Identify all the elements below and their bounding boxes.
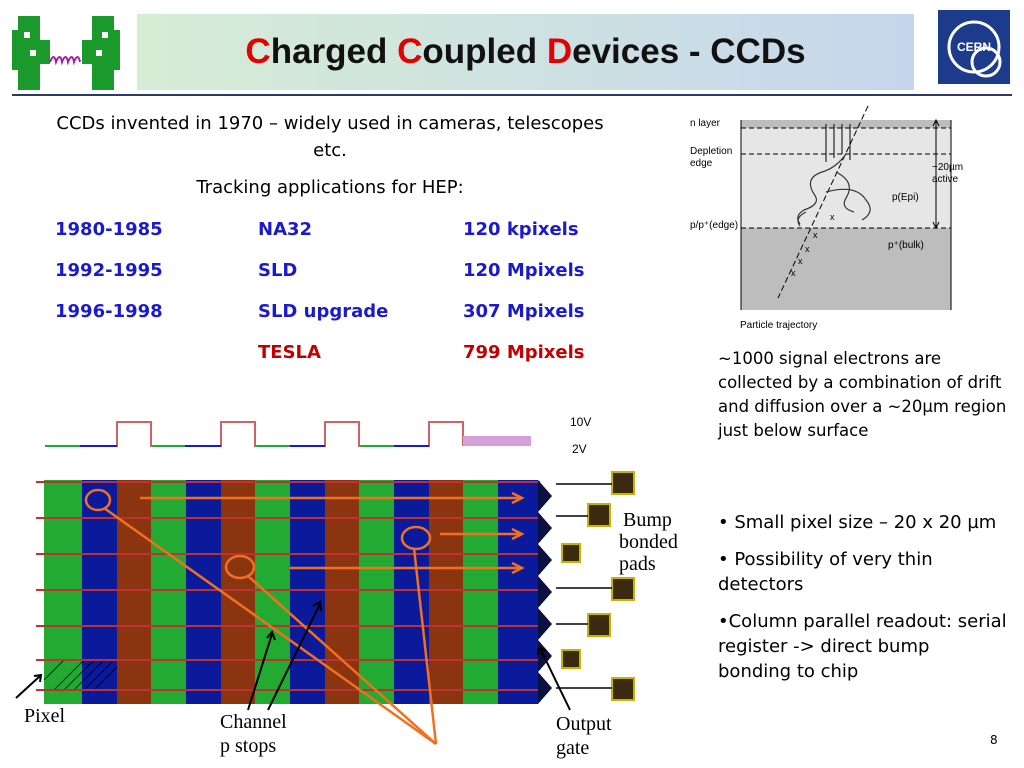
cern-logo: CERN xyxy=(938,10,1010,84)
x-mark: x xyxy=(805,244,810,254)
edge-label: edge xyxy=(690,158,713,169)
voltage-high-label: 10V xyxy=(570,415,591,429)
pp-edge-label: p/p⁺(edge) xyxy=(690,220,738,231)
bullet-item: • Possibility of very thin detectors xyxy=(718,549,933,595)
title-part: oupled xyxy=(422,32,547,71)
experiment-name: SLD xyxy=(258,260,298,281)
bullet-item: • Small pixel size – 20 x 20 µm xyxy=(718,512,997,533)
cern-logo-text: CERN xyxy=(957,40,991,54)
channel-label-2: p stops xyxy=(220,735,276,757)
active-label-2: active xyxy=(932,174,959,185)
experiment-years: 1980-1985 xyxy=(55,219,163,240)
page-number: 8 xyxy=(990,733,998,747)
pixel-label: Pixel xyxy=(24,705,66,727)
experiment-row: 1992-1995 SLD 120 Mpixels xyxy=(55,260,615,286)
title-part: C xyxy=(397,32,423,71)
x-mark: x xyxy=(813,230,818,240)
experiment-pixels: 120 kpixels xyxy=(463,219,579,240)
experiment-name: NA32 xyxy=(258,219,313,240)
channel-label-1: Channel xyxy=(220,711,287,733)
experiment-row: 1996-1998 SLD upgrade 307 Mpixels xyxy=(55,301,615,327)
bullet-item: •Column parallel readout: serial registe… xyxy=(718,611,1007,682)
title-bar xyxy=(137,14,914,90)
intro-text: CCDs invented in 1970 – widely used in c… xyxy=(56,113,604,161)
bump-label-2: bonded xyxy=(619,531,678,553)
ccd-diagram: 10V 2V xyxy=(15,415,678,759)
title-part: evices - CCDs xyxy=(572,32,806,71)
bump-label-1: Bump xyxy=(623,509,672,531)
title-part: C xyxy=(245,32,271,71)
pixel-columns xyxy=(44,480,538,704)
left-logo xyxy=(12,16,120,90)
active-label-1: ~20µm xyxy=(932,162,963,173)
epi-label: p(Epi) xyxy=(892,192,919,203)
x-mark: x xyxy=(830,212,835,222)
experiment-row: TESLA 799 Mpixels xyxy=(55,342,615,368)
n-layer-label: n layer xyxy=(690,118,721,129)
experiment-pixels: 307 Mpixels xyxy=(463,301,585,322)
output-label-1: Output xyxy=(556,713,612,735)
experiment-name: TESLA xyxy=(258,342,321,363)
experiment-name: SLD upgrade xyxy=(258,301,389,322)
voltage-low-label: 2V xyxy=(572,442,587,456)
experiment-pixels: 120 Mpixels xyxy=(463,260,585,281)
output-label-2: gate xyxy=(556,737,589,759)
signal-text: ~1000 signal electrons are collected by … xyxy=(718,349,1007,440)
bullet-list: • Small pixel size – 20 x 20 µm • Possib… xyxy=(718,510,1008,696)
title-part: D xyxy=(546,32,573,71)
tracking-heading: Tracking applications for HEP: xyxy=(196,177,464,198)
experiment-years: 1996-1998 xyxy=(55,301,163,322)
x-mark: x xyxy=(791,268,796,278)
title-part: harged xyxy=(270,32,398,71)
experiment-row: 1980-1985 NA32 120 kpixels xyxy=(55,219,615,245)
bump-label-3: pads xyxy=(619,553,656,575)
experiment-pixels: 799 Mpixels xyxy=(463,342,585,363)
bulk-label: p⁺(bulk) xyxy=(888,240,924,251)
trajectory-label: Particle trajectory xyxy=(740,320,817,331)
title-divider xyxy=(12,94,1012,96)
depletion-diagram: n layer Depletion edge ~20µm active p(Ep… xyxy=(690,105,963,331)
depletion-label: Depletion xyxy=(690,146,732,157)
x-mark: x xyxy=(798,256,803,266)
experiment-years: 1992-1995 xyxy=(55,260,163,281)
